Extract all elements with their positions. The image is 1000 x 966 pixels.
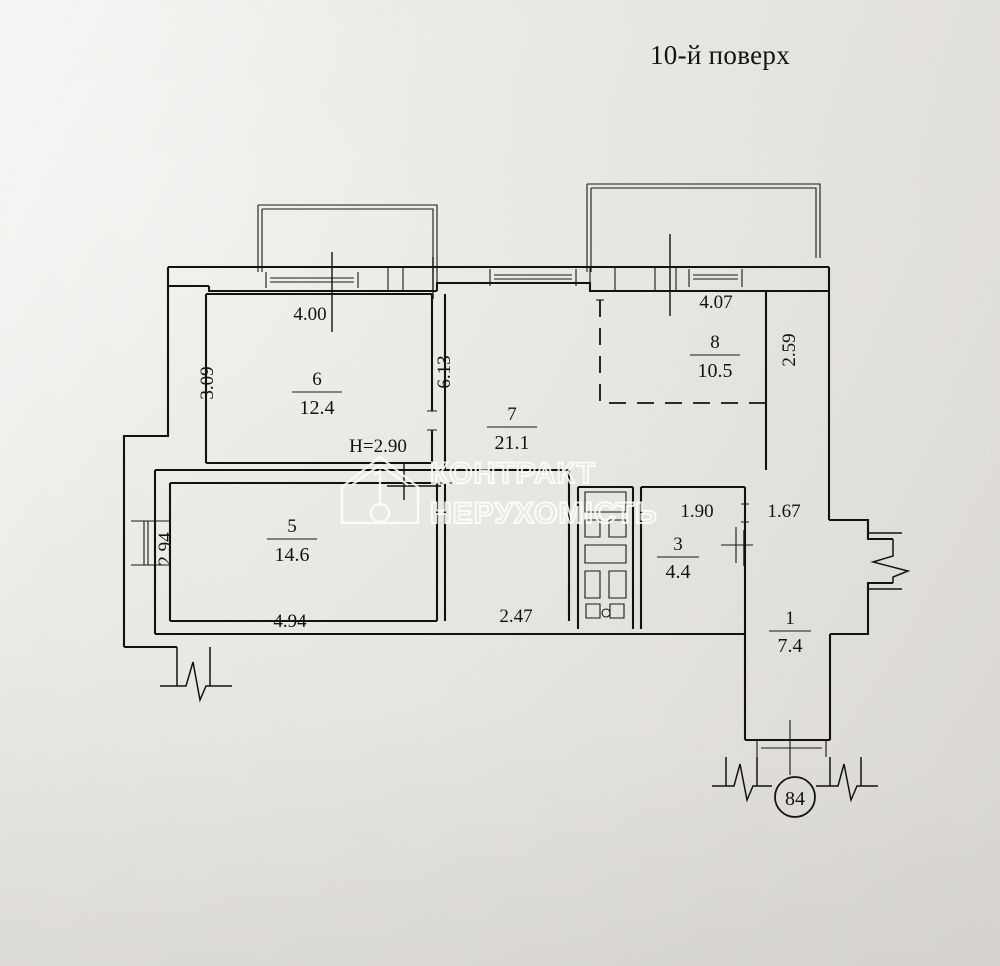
room-3-area: 4.4 — [666, 561, 691, 583]
flat-number: 84 — [785, 788, 805, 810]
room-8-area: 10.5 — [698, 360, 733, 382]
room-7-number: 7 — [507, 404, 517, 425]
room-5-label: 5 14.6 — [267, 516, 317, 566]
room-1-number: 1 — [785, 608, 795, 629]
room-6-walls — [204, 292, 437, 465]
balcony-left — [257, 204, 438, 272]
dim-bathroom-width: 1.90 — [680, 501, 713, 522]
room-6-number: 6 — [312, 369, 322, 390]
room-1-area: 7.4 — [778, 635, 803, 657]
dim-top-left: 4.00 — [293, 304, 326, 325]
balcony-right — [586, 183, 821, 272]
dim-bottom-mid: 2.47 — [499, 606, 532, 627]
break-symbol-right — [868, 532, 911, 590]
break-symbol-left — [160, 647, 232, 703]
exterior-wall-left — [122, 286, 745, 649]
room-5-area: 14.6 — [275, 544, 310, 566]
service-shaft — [576, 485, 635, 629]
room-3-number: 3 — [673, 534, 683, 555]
room-1-label: 1 7.4 — [769, 608, 811, 657]
room-5-number: 5 — [287, 516, 297, 537]
room-8-number: 8 — [710, 332, 720, 353]
dim-mid-vertical: 6.13 — [434, 355, 455, 388]
room-1-walls — [712, 518, 893, 803]
room-3-walls — [639, 485, 753, 634]
room-7-label: 7 21.1 — [487, 404, 537, 454]
dim-bottom-left: 4.94 — [273, 611, 307, 632]
room-7-area: 21.1 — [495, 432, 530, 454]
dim-hall-width: 1.67 — [767, 501, 800, 522]
window-group-top — [265, 267, 743, 291]
room-8-walls — [596, 291, 768, 470]
flat-number-marker: 84 — [774, 776, 816, 818]
dim-top-right: 4.07 — [699, 292, 732, 313]
page-title: 10-й поверх — [649, 40, 790, 70]
room-7-walls — [440, 294, 571, 621]
room-8-label: 8 10.5 — [690, 332, 740, 382]
ceiling-height-label: H=2.90 — [349, 436, 407, 457]
room-6-area: 12.4 — [300, 397, 335, 419]
dim-right-vertical: 2.59 — [779, 333, 800, 366]
dim-left-upper: 3.09 — [197, 366, 218, 399]
room-6-label: 6 12.4 — [292, 369, 342, 419]
room-3-label: 3 4.4 — [657, 534, 699, 583]
dim-left-lower: 2.94 — [155, 532, 176, 566]
